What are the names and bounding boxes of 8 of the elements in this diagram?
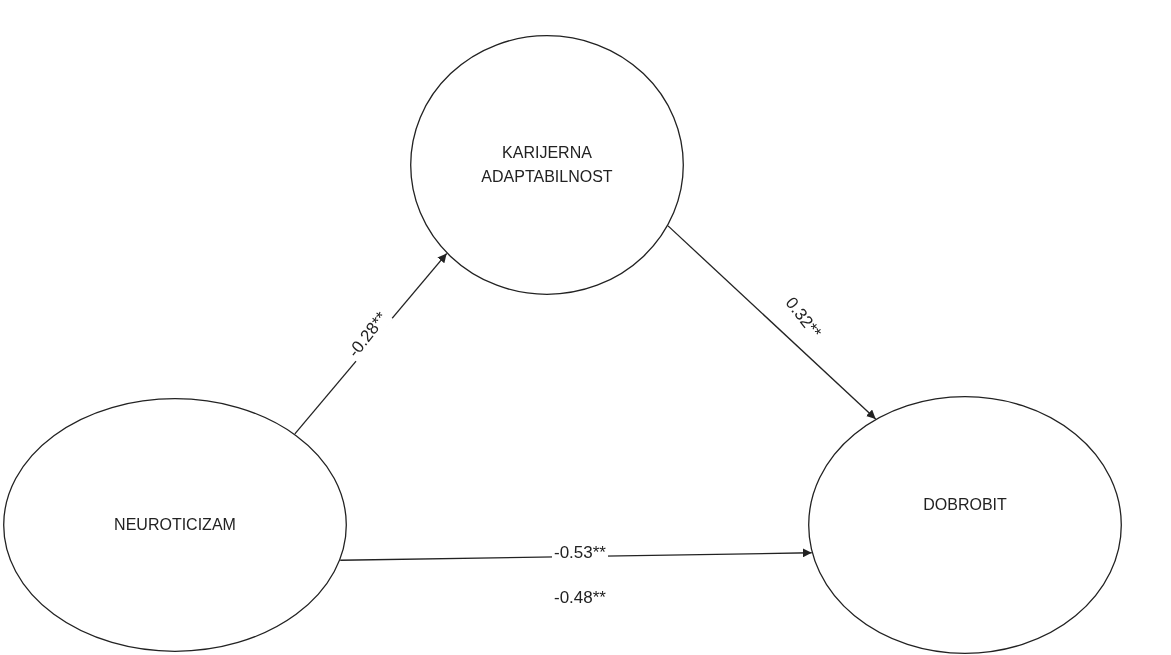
node-label: NEUROTICIZAM xyxy=(114,515,236,535)
arrow xyxy=(667,225,877,420)
arrow xyxy=(339,548,813,561)
ellipse-node xyxy=(808,396,1122,654)
ellipse-node xyxy=(3,398,347,652)
node-label: KARIJERNA ADAPTABILNOST xyxy=(480,143,614,187)
ellipse-node xyxy=(410,35,684,295)
node-label: DOBROBIT xyxy=(923,495,1007,515)
